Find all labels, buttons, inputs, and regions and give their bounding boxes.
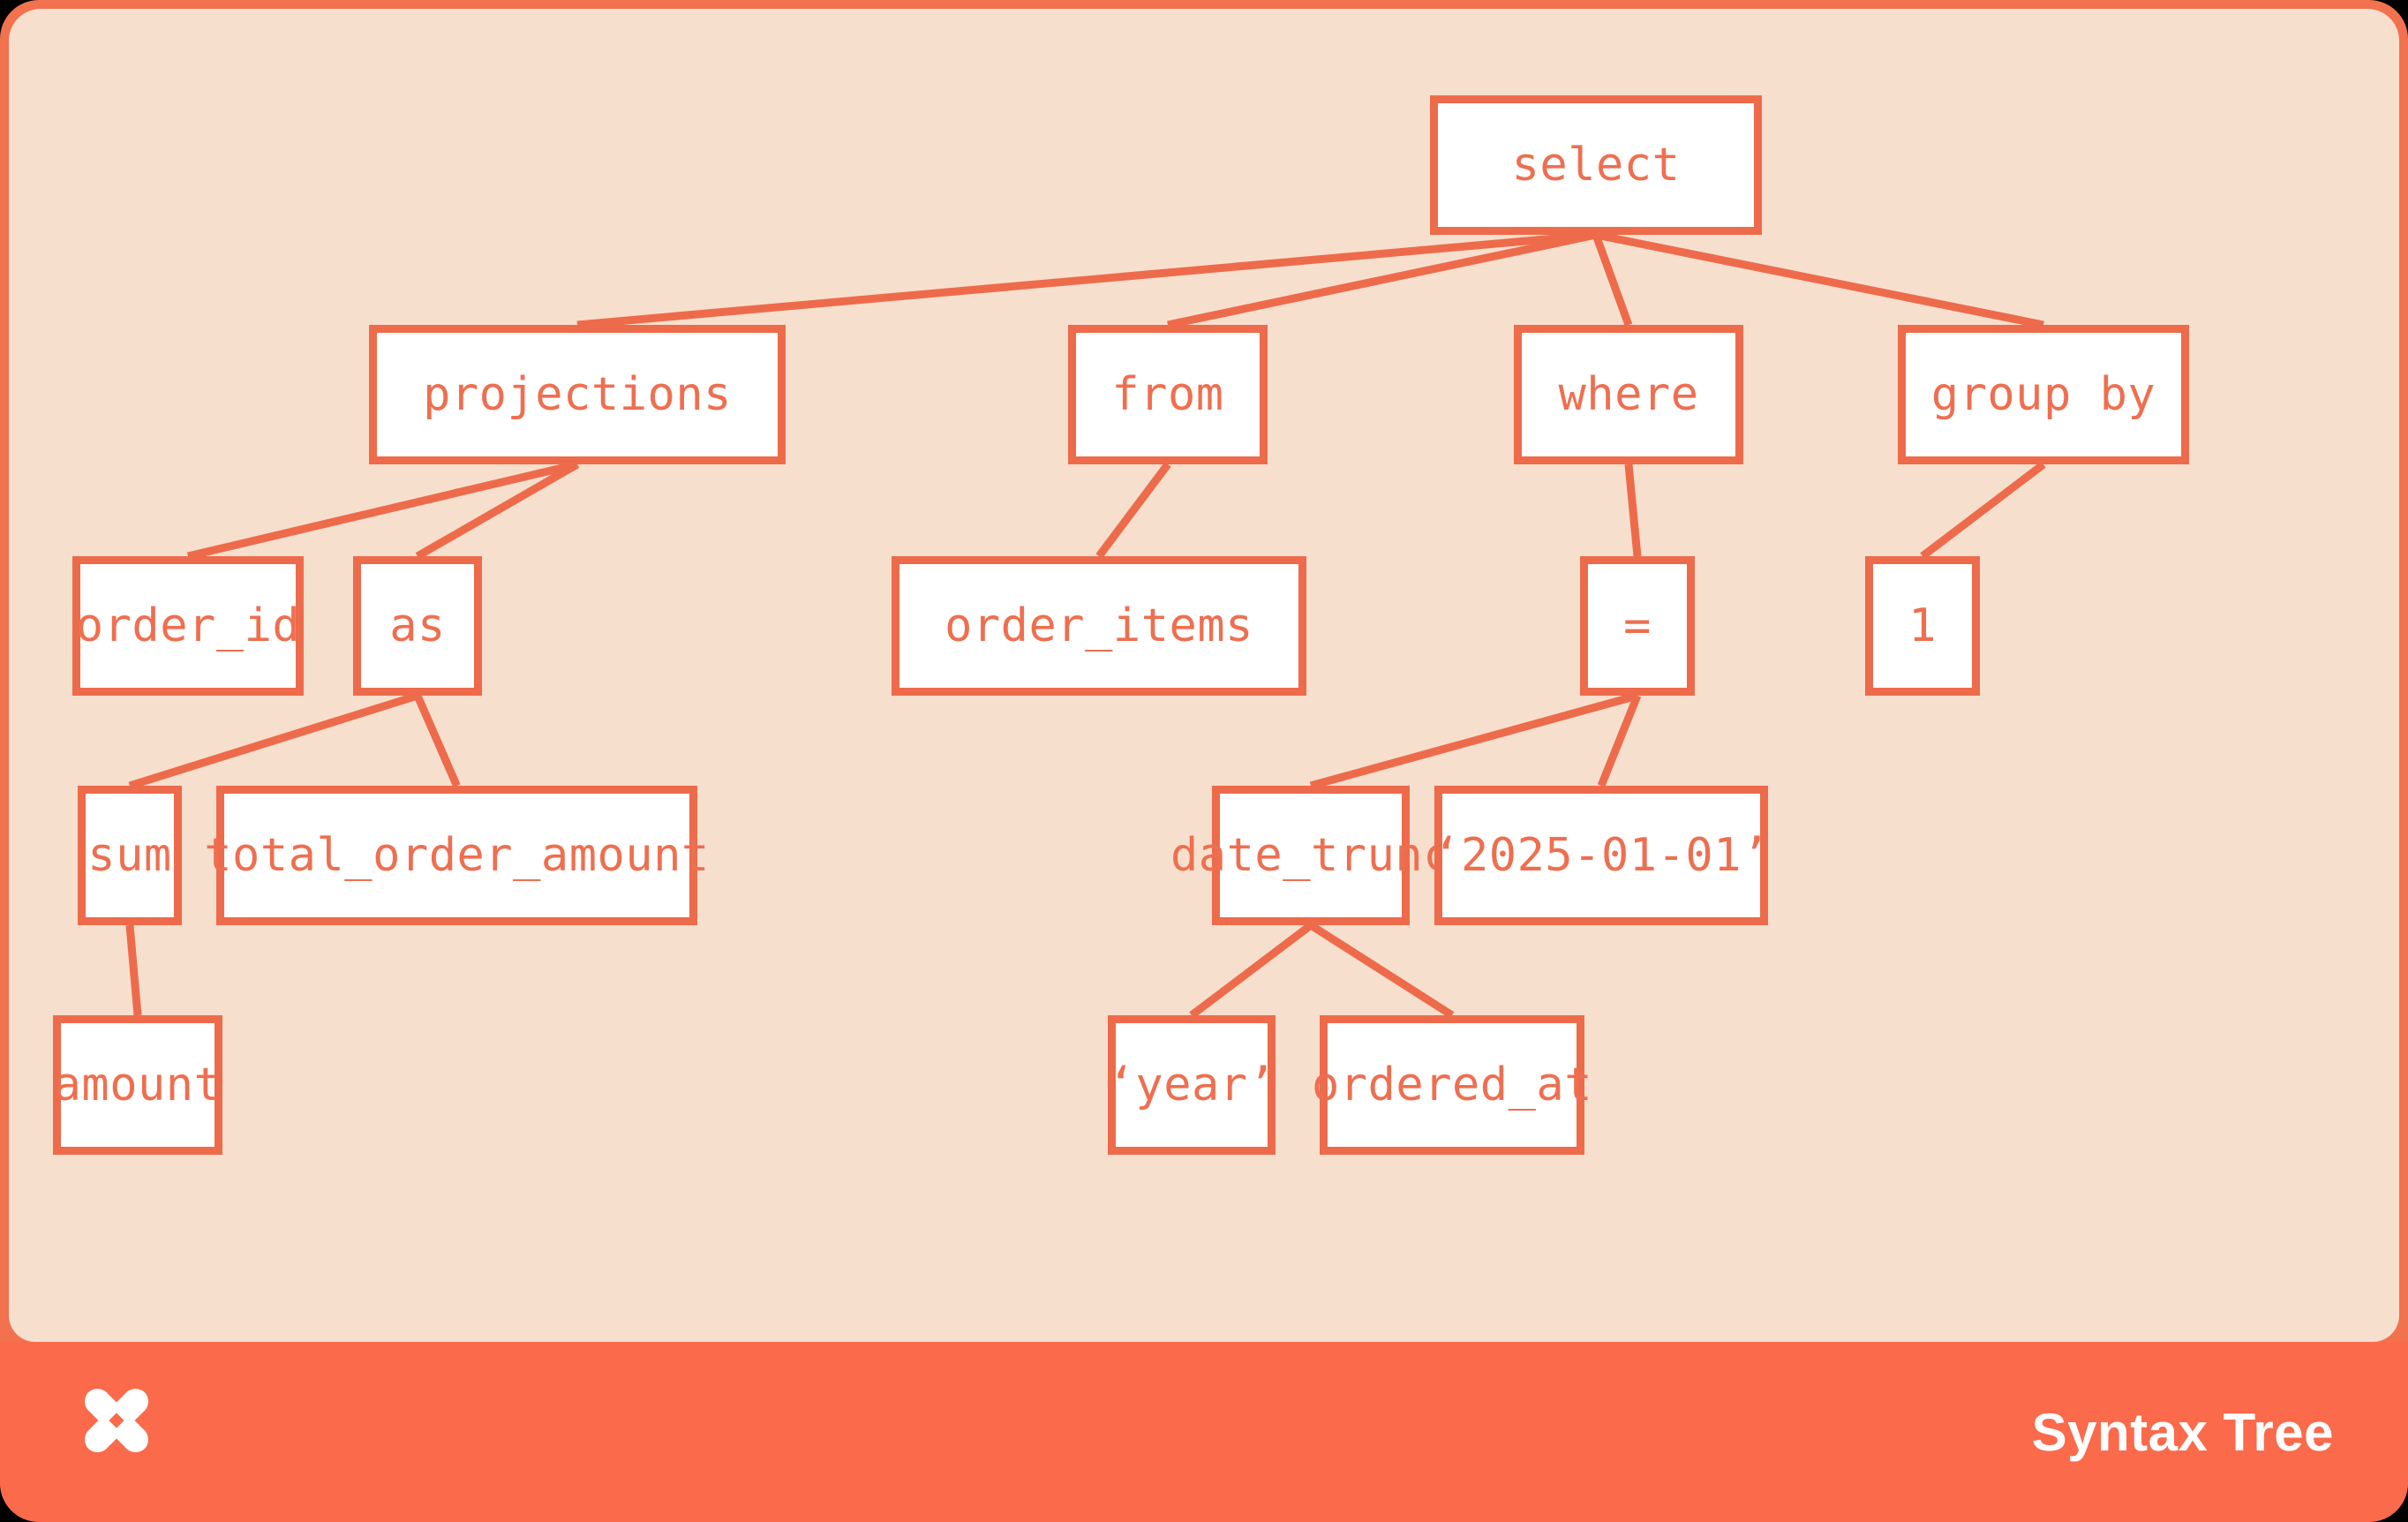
node-select[interactable]: select [1430,95,1762,235]
node-order_id[interactable]: order_id [72,556,304,696]
edge-select-to-where [1592,233,1633,327]
node-as[interactable]: as [353,556,482,696]
edge-projections-to-order_id [186,460,579,561]
node-label: where [1558,368,1699,421]
node-total_order_amount[interactable]: total_order_amount [204,786,709,925]
node-label: select [1511,139,1681,192]
node-sum[interactable]: sum [78,786,182,925]
node-projections[interactable]: projections [369,325,786,464]
edge-as-to-sum [128,691,419,790]
edge-date_trunc-to-year_literal [1189,922,1313,1019]
node-order_items[interactable]: order_items [892,556,1306,696]
node-label: from [1111,368,1224,421]
node-label: total_order_amount [204,829,710,882]
edge-select-to-projections [576,230,1597,329]
node-label: = [1623,599,1652,652]
edge-as-to-total_order_amount [413,694,461,787]
node-label: 1 [1908,599,1937,652]
edge-sum-to-amount [125,924,142,1016]
node-label: ‘2025-01-01’ [1433,829,1770,882]
edge-eq-to-date_literal [1597,694,1642,787]
edge-select-to-from [1167,230,1597,329]
footer-title: Syntax Tree [2031,1402,2334,1462]
node-label: group by [1930,368,2156,421]
node-from[interactable]: from [1068,325,1268,464]
node-label: sum [87,829,172,882]
star-burst-logo-icon [85,1389,148,1452]
edge-from-to-order_items [1095,462,1171,559]
node-label: order_items [944,599,1253,652]
diagram-canvas: select projections from where group by order_… [9,9,2399,1342]
node-label: projections [423,368,732,421]
node-label: date_trunc [1170,829,1452,882]
edge-select-to-group_by [1595,230,2044,329]
edge-eq-to-date_trunc [1309,691,1639,790]
edge-projections-to-as [415,461,580,560]
node-label: ‘year’ [1107,1059,1276,1111]
node-label: ordered_at [1311,1059,1593,1111]
edge-where-to-eq [1624,463,1642,557]
node-date_literal[interactable]: ‘2025-01-01’ [1433,786,1770,925]
node-date_trunc[interactable]: date_trunc [1170,786,1451,925]
node-label: order_id [75,599,301,652]
footer-bar: Syntax Tree [0,1342,2408,1522]
node-one[interactable]: 1 [1865,556,1980,696]
node-label: as [389,599,446,652]
node-group_by[interactable]: group by [1898,325,2189,464]
node-where[interactable]: where [1514,325,1743,464]
node-label: amount [53,1059,222,1111]
edge-layer [125,230,2046,1019]
node-eq[interactable]: = [1580,556,1695,696]
node-amount[interactable]: amount [53,1015,222,1155]
node-ordered_at[interactable]: ordered_at [1312,1015,1592,1155]
node-year_literal[interactable]: ‘year’ [1108,1015,1275,1155]
edge-date_trunc-to-ordered_at [1308,922,1455,1019]
edge-group_by-to-one [1920,461,2046,560]
